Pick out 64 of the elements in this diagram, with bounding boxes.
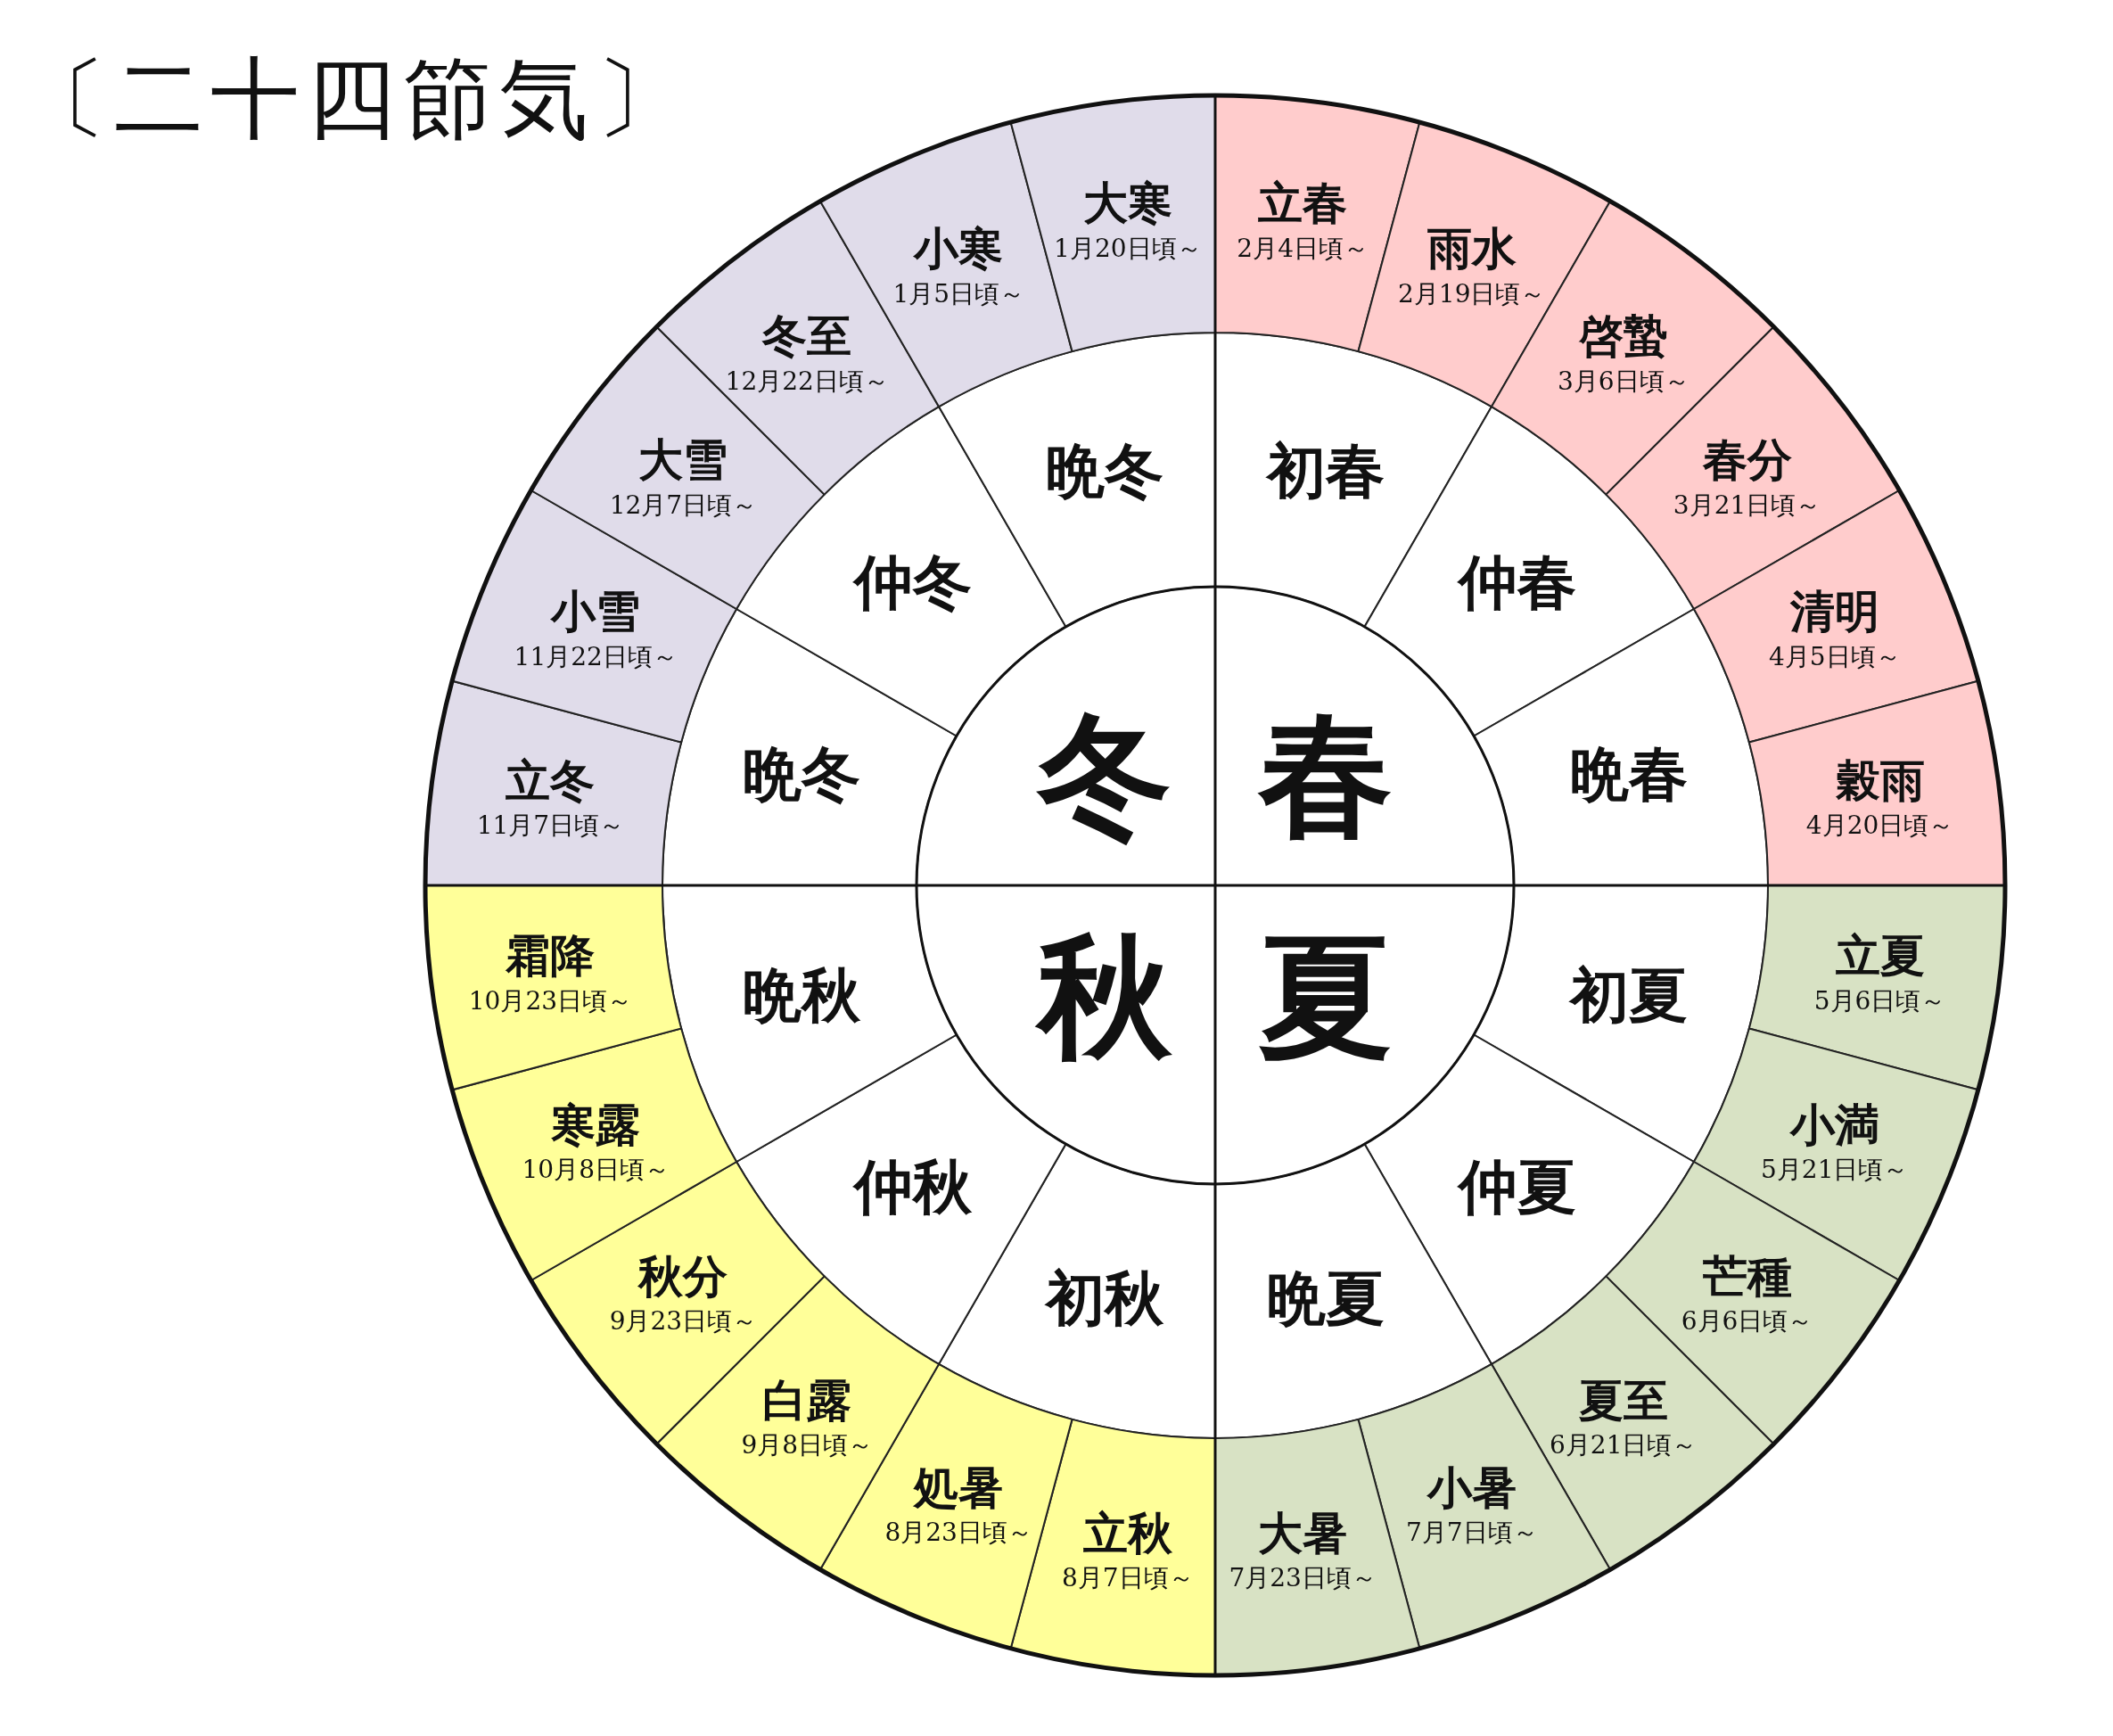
- solar-term-name: 芒種: [1702, 1250, 1792, 1303]
- start-date: 7月7日頃～: [1405, 1517, 1538, 1548]
- start-date: 2月19日頃～: [1398, 277, 1546, 309]
- solar-term-name: 小雪: [551, 585, 641, 638]
- solar-term-name: 冬至: [762, 310, 852, 362]
- solar-term-name: 立夏: [1835, 929, 1925, 982]
- start-date: 1月20日頃～: [1054, 232, 1202, 264]
- solar-term-name: 秋分: [638, 1250, 728, 1303]
- season-label: 仲夏: [1459, 1154, 1577, 1222]
- solar-term-name: 啓蟄: [1578, 310, 1668, 362]
- solar-term-name: 小寒: [914, 223, 1004, 275]
- start-date: 7月23日頃～: [1229, 1561, 1377, 1593]
- solar-term-name: 立冬: [506, 754, 596, 807]
- start-date: 3月21日頃～: [1673, 489, 1821, 521]
- solar-term-name: 処暑: [914, 1461, 1004, 1513]
- start-date: 4月20日頃～: [1805, 810, 1954, 842]
- start-date: 2月4日頃～: [1237, 232, 1369, 264]
- season-label: 初春: [1267, 438, 1385, 506]
- start-date: 1月5日頃～: [892, 277, 1025, 309]
- start-date: 9月23日頃～: [609, 1305, 758, 1337]
- start-date: 6月21日頃～: [1550, 1428, 1698, 1460]
- start-date: 5月6日頃～: [1813, 984, 1946, 1016]
- solar-term-name: 小満: [1789, 1098, 1879, 1150]
- start-date: 11月7日頃～: [476, 810, 625, 842]
- solar-term-name: 立春: [1258, 177, 1348, 229]
- solar-term-name: 霜降: [506, 929, 596, 982]
- diagram-title: 〔二十四節気〕: [18, 45, 692, 152]
- start-date: 8月23日頃～: [884, 1517, 1032, 1548]
- season-label: 仲春: [1459, 548, 1577, 617]
- solar-term-name: 雨水: [1426, 223, 1517, 275]
- start-date: 11月22日頃～: [514, 640, 678, 672]
- solar-term-name: 白露: [762, 1374, 852, 1426]
- solar-term-name: 立秋: [1082, 1507, 1172, 1559]
- solar-term-name: 清明: [1789, 585, 1879, 638]
- season-label: 仲秋: [853, 1154, 972, 1222]
- solar-term-name: 寒露: [551, 1098, 641, 1150]
- season-label: 初秋: [1045, 1264, 1163, 1333]
- season-label: 晩冬: [1045, 438, 1163, 506]
- start-date: 3月6日頃～: [1557, 365, 1690, 397]
- solar-term-name: 夏至: [1578, 1374, 1668, 1426]
- season-label: 仲冬: [853, 548, 972, 617]
- solar-term-name: 大雪: [638, 433, 728, 486]
- start-date: 8月7日頃～: [1062, 1561, 1194, 1593]
- start-date: 4月5日頃～: [1768, 640, 1901, 672]
- season-label: 春: [1258, 698, 1393, 852]
- solar-term-name: 大寒: [1082, 177, 1172, 229]
- start-date: 9月8日頃～: [741, 1428, 873, 1460]
- start-date: 10月8日頃～: [522, 1154, 670, 1185]
- season-label: 晩秋: [743, 962, 861, 1031]
- start-date: 10月23日頃～: [468, 984, 633, 1016]
- season-label: 晩春: [1569, 740, 1688, 809]
- start-date: 12月7日頃～: [609, 489, 758, 521]
- start-date: 12月22日頃～: [725, 365, 889, 397]
- start-date: 6月6日頃～: [1681, 1305, 1813, 1337]
- solar-term-name: 小暑: [1426, 1461, 1517, 1513]
- solar-term-name: 穀雨: [1835, 754, 1925, 807]
- solar-term-name: 春分: [1702, 433, 1792, 486]
- solar-term-name: 大暑: [1258, 1507, 1348, 1559]
- season-label: 夏: [1258, 918, 1393, 1073]
- season-label: 初夏: [1569, 962, 1688, 1031]
- start-date: 5月21日頃～: [1761, 1154, 1909, 1185]
- season-label: 晩夏: [1267, 1264, 1385, 1333]
- season-label: 晩冬: [743, 740, 861, 809]
- season-label: 冬: [1038, 698, 1172, 852]
